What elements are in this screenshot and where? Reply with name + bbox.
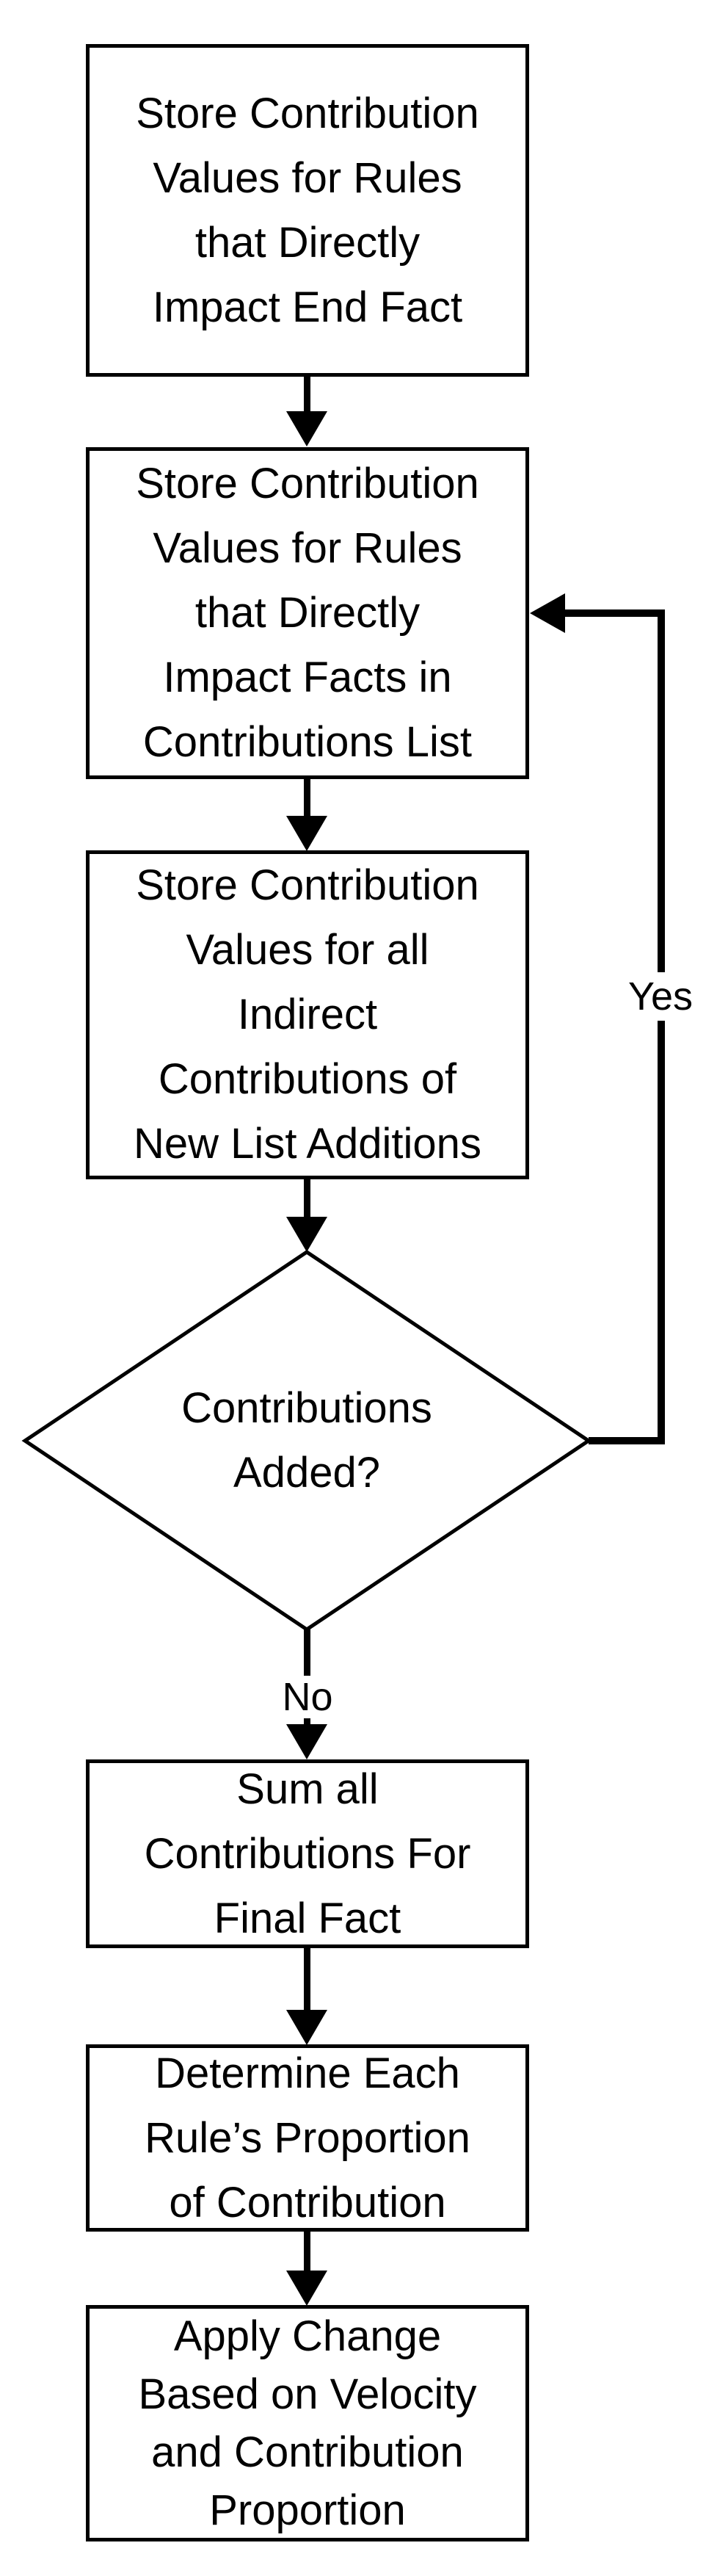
no-arrow-head-icon: [286, 1724, 327, 1759]
process-box-apply-change: Apply Change Based on Velocity and Contr…: [86, 2305, 529, 2541]
yes-edge-label: Yes: [619, 972, 702, 1021]
process-box-text: Sum all Contributions For Final Fact: [144, 1765, 471, 1942]
arrow-1-head-icon: [286, 411, 327, 446]
arrow-2-head-icon: [286, 816, 327, 851]
process-box-text: Apply Change Based on Velocity and Contr…: [138, 2312, 477, 2534]
yes-loop-line: [565, 609, 665, 1444]
process-box-store-indirect-additions: Store Contribution Values for all Indire…: [86, 850, 529, 1179]
arrow-3-head-icon: [286, 1217, 327, 1252]
arrow-3-shaft: [304, 1177, 310, 1218]
yes-loop-arrowhead-icon: [530, 593, 565, 633]
arrow-1-shaft: [304, 375, 310, 413]
process-box-text: Store Contribution Values for all Indire…: [134, 861, 481, 1168]
arrow-5-head-icon: [286, 2010, 327, 2045]
arrow-6-head-icon: [286, 2271, 327, 2306]
process-box-store-direct-end-fact: Store Contribution Values for Rules that…: [86, 44, 529, 377]
no-edge-label: No: [281, 1675, 334, 1719]
decision-diamond-label: Contributions Added?: [87, 1375, 527, 1507]
process-box-determine-proportion: Determine Each Rule’s Proportion of Cont…: [86, 2044, 529, 2232]
process-box-text: Store Contribution Values for Rules that…: [136, 89, 479, 331]
decision-text: Contributions Added?: [181, 1384, 432, 1497]
process-box-text: Determine Each Rule’s Proportion of Cont…: [145, 2049, 470, 2226]
arrow-2-shaft: [304, 777, 310, 817]
process-box-text: Store Contribution Values for Rules that…: [136, 460, 479, 766]
arrow-5-shaft: [304, 1946, 310, 2011]
process-box-store-direct-facts-list: Store Contribution Values for Rules that…: [86, 447, 529, 779]
arrow-6-shaft: [304, 2229, 310, 2272]
process-box-sum-contributions: Sum all Contributions For Final Fact: [86, 1759, 529, 1948]
